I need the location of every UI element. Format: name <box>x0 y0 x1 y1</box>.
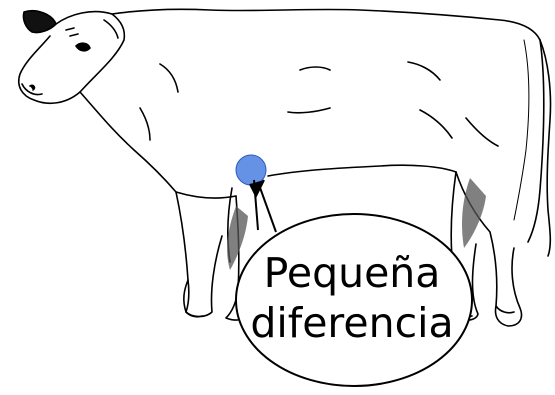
cow-ear-icon <box>22 9 57 34</box>
cow-hind-leg-right <box>455 171 523 327</box>
cow-dewlap <box>79 91 177 193</box>
cow-shading <box>227 178 486 270</box>
cow-belly-line <box>267 164 457 177</box>
cow-front-leg-left <box>175 191 223 318</box>
cow-back-line <box>111 8 541 41</box>
callout-pointer <box>249 179 277 233</box>
callout-label-line1: Pequeña <box>263 249 441 297</box>
callout-bubble <box>235 213 473 387</box>
highlight-marker-icon <box>235 154 267 186</box>
cow-eye-icon <box>75 42 91 52</box>
callout-label-line2: diferencia <box>250 299 454 347</box>
callout-label: Pequeña diferencia <box>232 248 472 348</box>
